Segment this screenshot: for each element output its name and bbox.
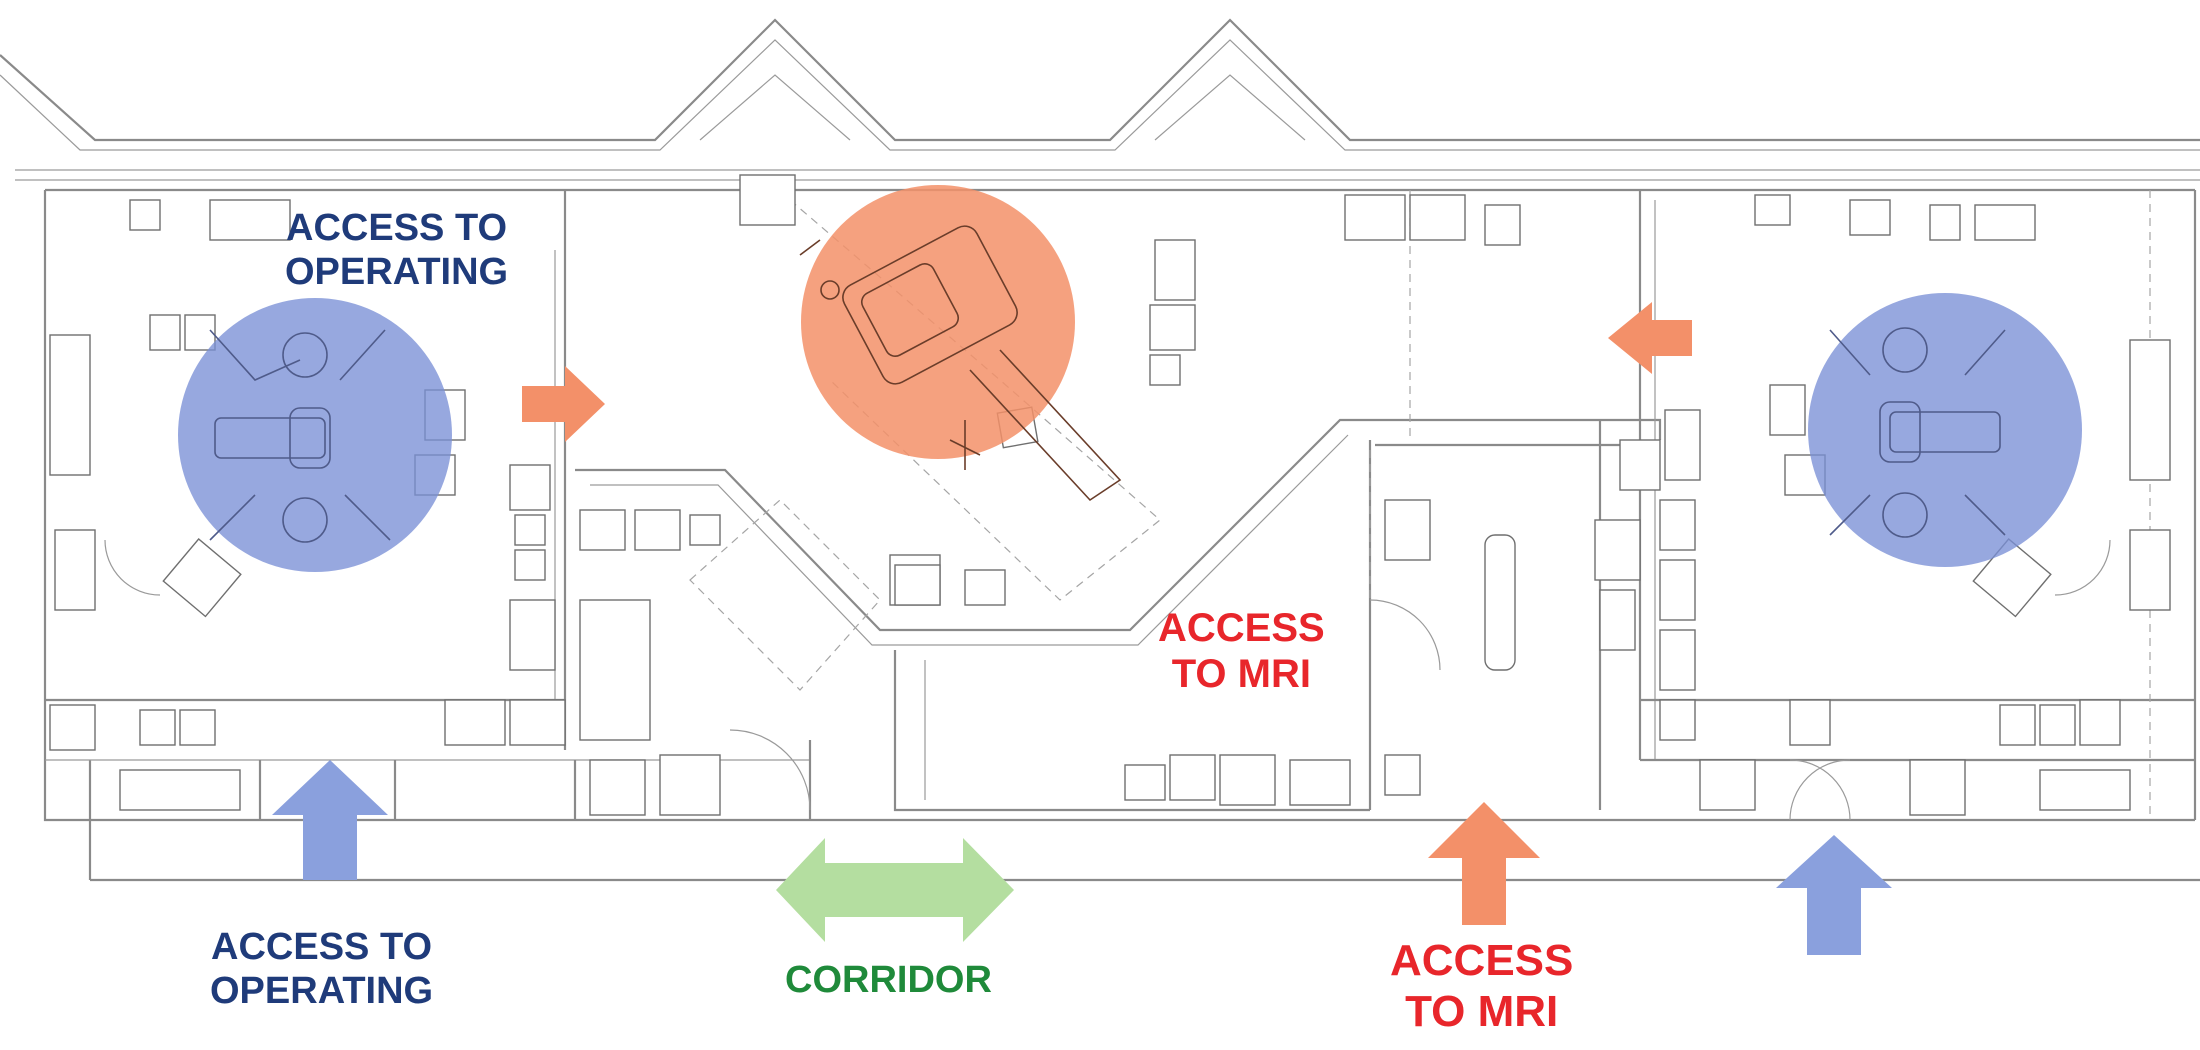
arrow-to-mri-from-left <box>522 366 605 442</box>
label-access-mri-bottom: ACCESS TO MRI <box>1390 936 1574 1037</box>
arrow-access-operating-right <box>1776 835 1892 955</box>
mri-zone <box>801 185 1075 459</box>
label-corridor: CORRIDOR <box>785 959 992 1001</box>
central-wall <box>575 418 1662 632</box>
mri-scanner <box>799 225 1122 502</box>
right-operating-table <box>1829 327 2006 538</box>
label-access-operating-top: ACCESS TO OPERATING <box>285 207 509 294</box>
right-operating-zone <box>1808 293 2082 567</box>
corridor-arrow <box>776 838 1014 942</box>
roof-outline <box>0 18 2200 142</box>
arrow-access-mri-bottom <box>1428 802 1540 925</box>
arrow-access-operating-left <box>272 760 388 880</box>
label-access-mri-middle: ACCESS TO MRI <box>1158 606 1325 697</box>
arrow-to-mri-from-right <box>1608 302 1692 374</box>
left-operating-table <box>209 329 391 543</box>
label-access-operating-bottom: ACCESS TO OPERATING <box>210 926 434 1013</box>
